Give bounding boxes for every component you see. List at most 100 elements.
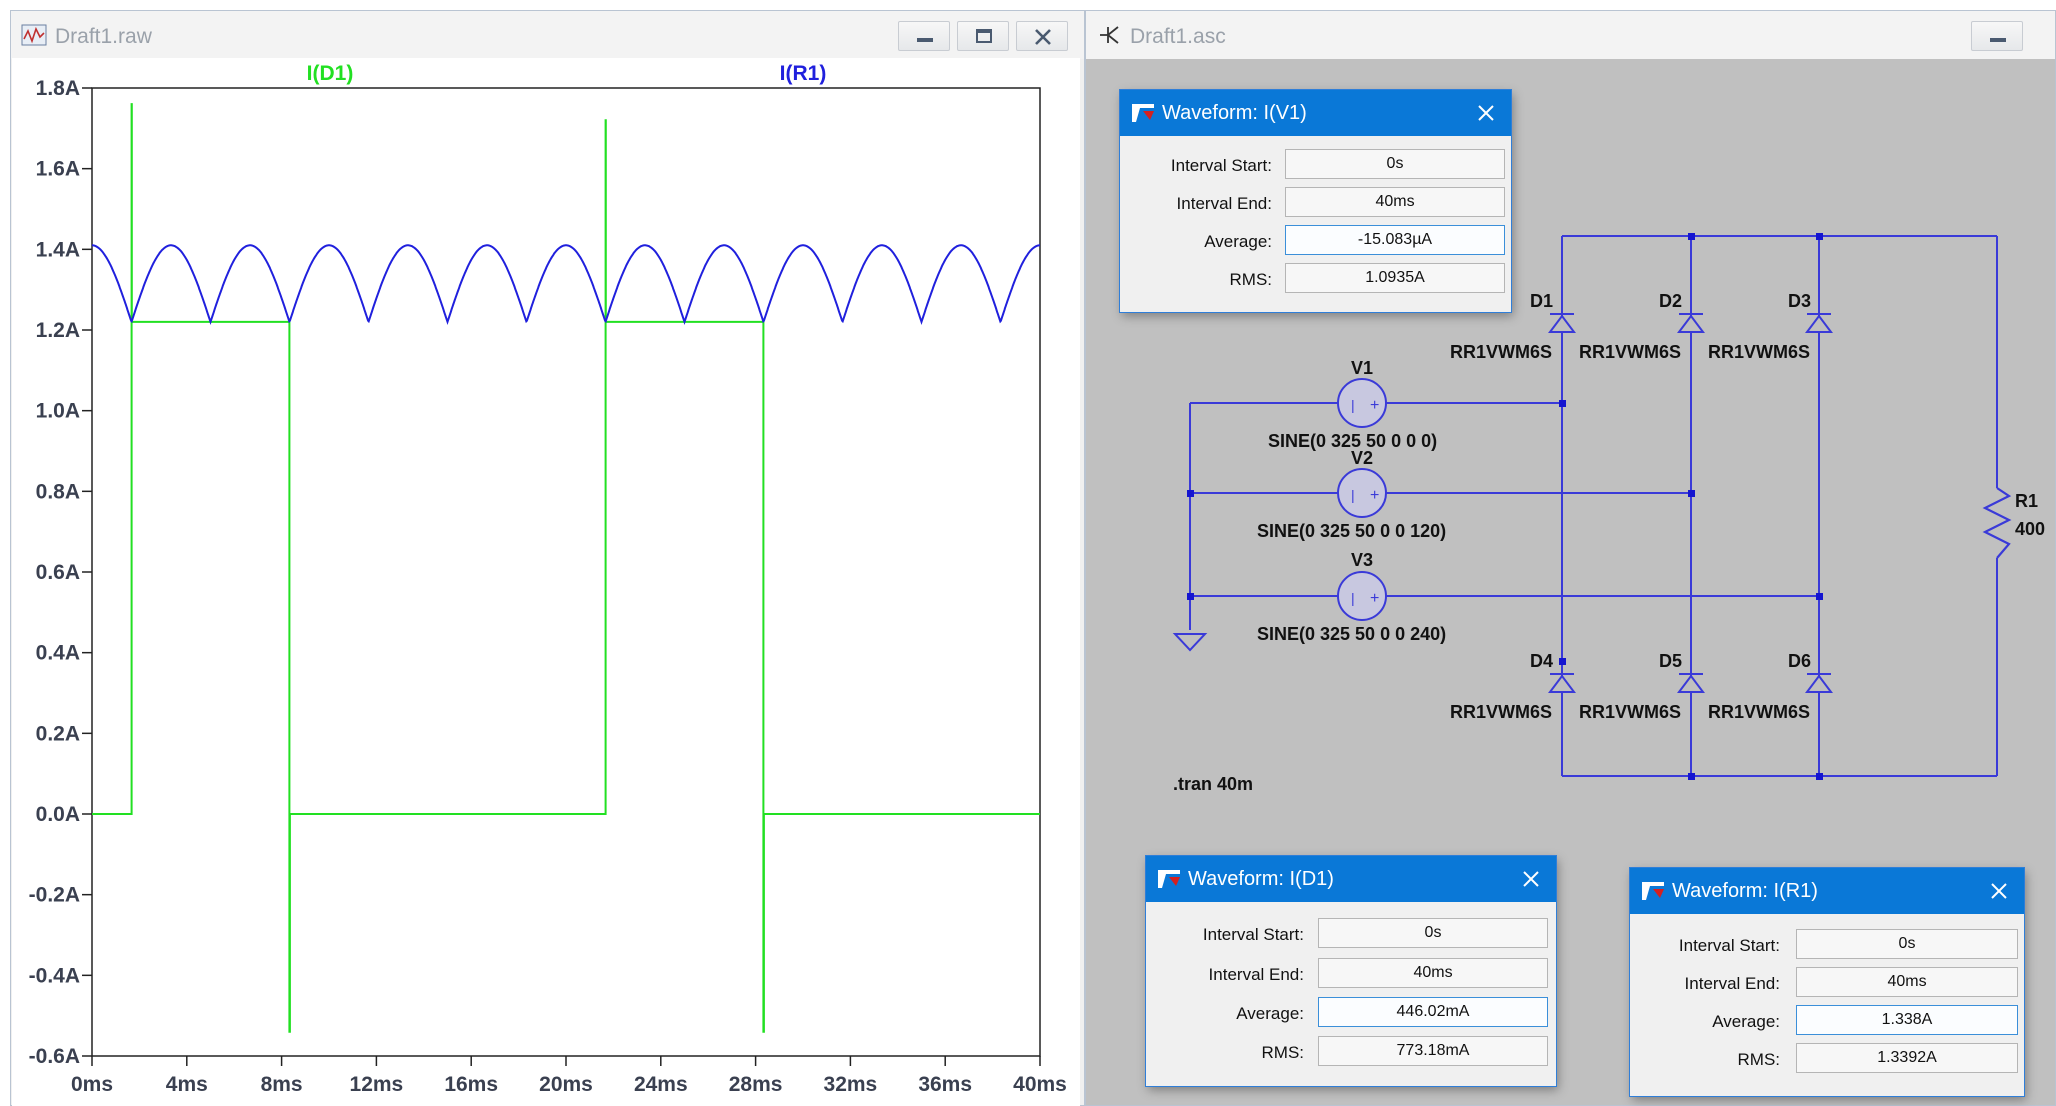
diode-d2-symbol[interactable] xyxy=(1677,313,1705,333)
diode-d3-symbol[interactable] xyxy=(1805,313,1833,333)
source-v2-name: V2 xyxy=(1351,448,1373,468)
source-v1-value: SINE(0 325 50 0 0 0) xyxy=(1268,431,1437,451)
ltspice-logo-icon xyxy=(1132,104,1154,122)
interval-end-label: Interval End: xyxy=(1684,974,1780,993)
x-tick-label: 12ms xyxy=(350,1073,404,1096)
source-v3-name: V3 xyxy=(1351,550,1373,570)
y-tick-label: 0.6A xyxy=(36,561,80,584)
ltspice-logo-icon xyxy=(1158,870,1180,888)
schematic-minimize-button[interactable] xyxy=(1971,21,2023,51)
schematic-window-title: Draft1.asc xyxy=(1130,25,1226,48)
rms-label: RMS: xyxy=(1737,1050,1781,1069)
voltage-source-v1[interactable]: | + xyxy=(1337,378,1387,428)
interval-end-label: Interval End: xyxy=(1208,965,1304,984)
x-tick-label: 8ms xyxy=(261,1073,303,1096)
diode-d2-model: RR1VWM6S xyxy=(1579,342,1681,362)
junction-dots xyxy=(1187,233,1823,780)
schematic-window-titlebar[interactable]: Draft1.asc xyxy=(1086,11,2055,59)
source-v2-value: SINE(0 325 50 0 0 120) xyxy=(1257,521,1446,541)
x-tick-label: 16ms xyxy=(444,1073,498,1096)
x-tick-label: 24ms xyxy=(634,1073,688,1096)
interval-start-field[interactable]: 0s xyxy=(1318,918,1548,948)
close-icon xyxy=(1035,29,1051,45)
x-tick-label: 28ms xyxy=(729,1073,783,1096)
diode-d1-name: D1 xyxy=(1530,291,1553,311)
interval-start-field[interactable]: 0s xyxy=(1285,149,1505,179)
interval-start-label: Interval Start: xyxy=(1202,925,1304,944)
interval-end-field[interactable]: 40ms xyxy=(1285,187,1505,217)
voltage-source-v3[interactable]: | + xyxy=(1337,571,1387,621)
dialog-title: Waveform: I(R1) xyxy=(1672,880,1818,902)
close-button[interactable] xyxy=(1016,21,1068,51)
interval-start-label: Interval Start: xyxy=(1170,156,1272,175)
interval-start-label: Interval Start: xyxy=(1678,936,1780,955)
waveform-app-icon xyxy=(21,24,47,46)
dialog-close-icon[interactable] xyxy=(1473,100,1499,126)
rms-field[interactable]: 773.18mA xyxy=(1318,1036,1548,1066)
schematic-canvas[interactable]: | + | + | + V1 SINE(0 325 50 0 0 0) V2 S… xyxy=(1085,58,2056,1106)
diode-d4-model: RR1VWM6S xyxy=(1450,702,1552,722)
rms-field[interactable]: 1.3392A xyxy=(1796,1043,2018,1073)
dialog-header[interactable]: Waveform: I(R1) xyxy=(1630,868,2024,914)
y-tick-label: 1.0A xyxy=(36,400,80,423)
interval-end-field[interactable]: 40ms xyxy=(1796,967,2018,997)
svg-text:+: + xyxy=(1370,487,1379,504)
average-label: Average: xyxy=(1204,232,1272,251)
diode-d3-name: D3 xyxy=(1788,291,1811,311)
ltspice-logo-icon xyxy=(1642,882,1664,900)
y-tick-label: 0.0A xyxy=(36,803,80,826)
spice-directive: .tran 40m xyxy=(1173,774,1253,794)
average-field[interactable]: -15.083µA xyxy=(1285,225,1505,255)
average-label: Average: xyxy=(1236,1004,1304,1023)
dialog-waveform-ir1[interactable]: Waveform: I(R1) Interval Start: 0s Inter… xyxy=(1630,868,2024,1096)
y-tick-label: 0.4A xyxy=(36,642,80,665)
svg-text:+: + xyxy=(1370,590,1379,607)
waveform-window-titlebar[interactable]: Draft1.raw xyxy=(11,11,1084,59)
svg-text:|: | xyxy=(1351,590,1355,606)
average-field[interactable]: 1.338A xyxy=(1796,1005,2018,1035)
schematic-wires xyxy=(1189,235,2012,777)
waveform-window-title: Draft1.raw xyxy=(55,25,152,48)
diode-d4-symbol[interactable] xyxy=(1548,673,1576,693)
dialog-header[interactable]: Waveform: I(V1) xyxy=(1120,90,1511,136)
dialog-close-icon[interactable] xyxy=(1986,878,2012,904)
dialog-header[interactable]: Waveform: I(D1) xyxy=(1146,856,1556,902)
diode-d5-symbol[interactable] xyxy=(1677,673,1705,693)
rms-label: RMS: xyxy=(1261,1043,1305,1062)
rms-field[interactable]: 1.0935A xyxy=(1285,263,1505,293)
legend-i-r1[interactable]: I(R1) xyxy=(780,62,827,85)
dialog-body: Interval Start: 0s Interval End: 40ms Av… xyxy=(1630,914,2024,1096)
svg-text:|: | xyxy=(1351,487,1355,503)
dialog-title: Waveform: I(V1) xyxy=(1162,102,1307,124)
x-tick-label: 40ms xyxy=(1013,1073,1067,1096)
dialog-waveform-iv1[interactable]: Waveform: I(V1) Interval Start: 0s Inter… xyxy=(1120,90,1511,312)
trace-i-r1 xyxy=(92,244,1040,326)
diode-d6-model: RR1VWM6S xyxy=(1708,702,1810,722)
minimize-button[interactable] xyxy=(898,21,950,51)
x-tick-label: 32ms xyxy=(824,1073,878,1096)
y-tick-label: -0.6A xyxy=(29,1045,80,1068)
diode-d3-model: RR1VWM6S xyxy=(1708,342,1810,362)
x-tick-label: 4ms xyxy=(166,1073,208,1096)
source-v1-name: V1 xyxy=(1351,358,1373,378)
diode-d6-symbol[interactable] xyxy=(1805,673,1833,693)
dialog-body: Interval Start: 0s Interval End: 40ms Av… xyxy=(1120,136,1511,312)
diode-d2-name: D2 xyxy=(1659,291,1682,311)
dialog-body: Interval Start: 0s Interval End: 40ms Av… xyxy=(1146,902,1556,1086)
dialog-waveform-id1[interactable]: Waveform: I(D1) Interval Start: 0s Inter… xyxy=(1146,856,1556,1086)
average-field[interactable]: 446.02mA xyxy=(1318,997,1548,1027)
diode-d6-name: D6 xyxy=(1788,651,1811,671)
diode-d1-symbol[interactable] xyxy=(1548,313,1576,333)
plot-background xyxy=(12,58,1080,1106)
dialog-close-icon[interactable] xyxy=(1518,866,1544,892)
source-v3-value: SINE(0 325 50 0 0 240) xyxy=(1257,624,1446,644)
waveform-plot[interactable]: 1.8A1.6A1.4A1.2A1.0A0.8A0.6A0.4A0.2A0.0A… xyxy=(0,0,1080,1106)
legend-i-d1[interactable]: I(D1) xyxy=(307,62,354,85)
voltage-source-v2[interactable]: | + xyxy=(1337,468,1387,518)
x-tick-label: 36ms xyxy=(918,1073,972,1096)
svg-text:+: + xyxy=(1370,397,1379,414)
interval-end-field[interactable]: 40ms xyxy=(1318,958,1548,988)
interval-start-field[interactable]: 0s xyxy=(1796,929,2018,959)
restore-button[interactable] xyxy=(957,21,1009,51)
svg-text:|: | xyxy=(1351,397,1355,413)
